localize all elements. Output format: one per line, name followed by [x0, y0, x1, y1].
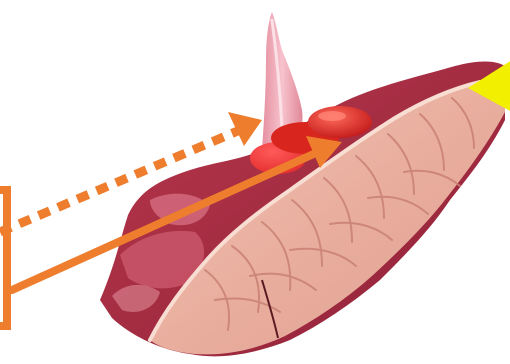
orange-bracket — [0, 190, 7, 326]
lesion-highlight — [318, 111, 346, 121]
lesion-dark — [308, 106, 372, 138]
